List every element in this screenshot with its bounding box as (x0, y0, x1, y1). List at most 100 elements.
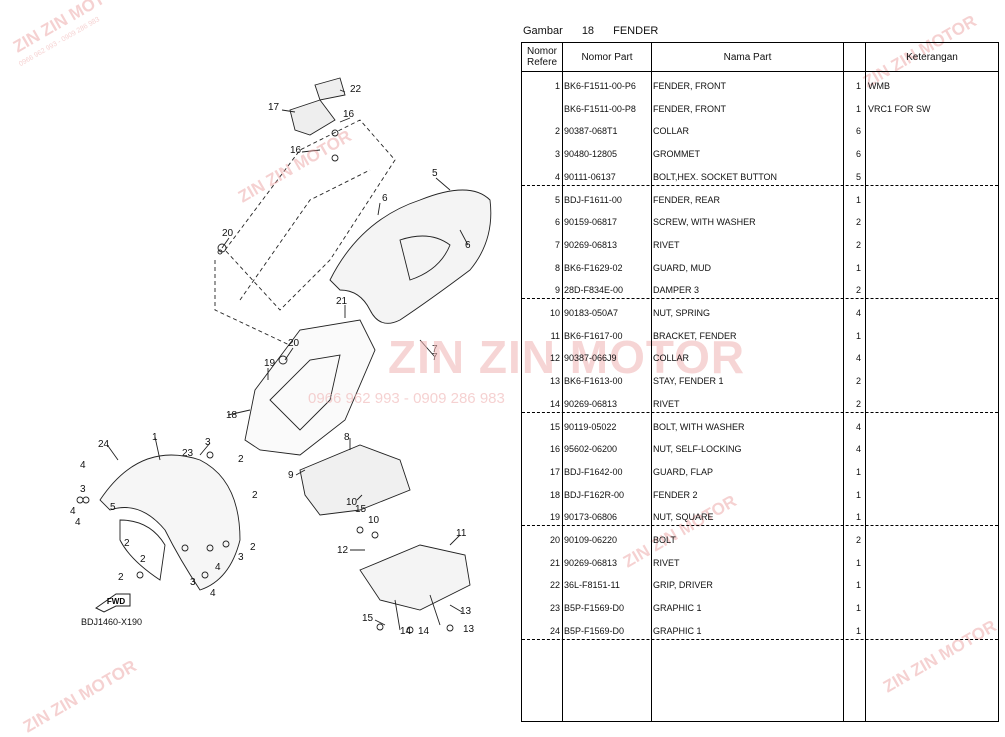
cell-nama-part: RIVET (653, 239, 680, 250)
cell-nomor-refere: 12 (549, 353, 560, 364)
cell-keterangan (868, 189, 998, 211)
cell-keterangan (868, 438, 998, 460)
callout-number: 13 (460, 606, 472, 617)
cell-nama-part: GROMMET (653, 149, 700, 160)
callout-number: 20 (222, 228, 234, 239)
callout-number: 11 (456, 528, 467, 539)
cell-nomor-part: B5P-F1569-D0 (564, 625, 625, 636)
cell-nomor-part: 90269-06813 (564, 398, 618, 409)
cell-nomor-part: 90119-05022 (564, 421, 617, 432)
table-header: Nomor Refere Nomor Part Nama Part Ketera… (522, 43, 998, 72)
callout-number: 4 (75, 517, 81, 528)
cell-nomor-part: BDJ-F1642-00 (564, 466, 623, 477)
column-divider (651, 43, 652, 721)
cell-qty: 4 (855, 308, 861, 318)
cell-nomor-refere: 13 (549, 376, 560, 387)
cell-nomor-refere: 3 (554, 149, 560, 160)
cell-nomor-refere: 6 (554, 217, 560, 228)
cell-qty: 2 (855, 376, 861, 387)
cell-keterangan (868, 574, 998, 596)
cell-nama-part: NUT, SPRING (653, 308, 711, 318)
table-row: 24 B5P-F1569-D0 GRAPHIC 1 1 (522, 620, 998, 642)
cell-keterangan (868, 211, 998, 233)
figure-title: FENDER (613, 25, 659, 37)
cell-nomor-part: BK6-F1629-02 (564, 262, 623, 273)
cell-nama-part: BOLT, WITH WASHER (653, 421, 745, 432)
header-nomor-refere: Nomor Refere (526, 46, 557, 68)
callout-number: 9 (288, 470, 294, 481)
cell-keterangan (868, 347, 998, 369)
cell-nama-part: FENDER 2 (653, 489, 698, 500)
cell-nama-part: FENDER, FRONT (653, 81, 726, 91)
cell-nomor-part: 95602-06200 (564, 444, 618, 455)
parts-table: Nomor Refere Nomor Part Nama Part Ketera… (521, 42, 999, 722)
cell-nomor-refere: 21 (549, 557, 560, 568)
cell-keterangan (868, 484, 998, 506)
cell-nama-part: BOLT,HEX. SOCKET BUTTON (653, 171, 778, 182)
watermark-center: ZIN ZIN MOTOR (388, 331, 746, 383)
cell-keterangan: VRC1 FOR SW (868, 103, 931, 114)
header-qty (844, 43, 865, 71)
cell-nomor-part: 90159-06817 (564, 217, 618, 228)
cell-qty: 1 (855, 466, 861, 477)
cell-qty: 1 (855, 557, 861, 568)
callout-number: 2 (124, 538, 130, 549)
column-divider (843, 43, 844, 721)
cell-qty: 1 (855, 512, 861, 523)
cell-nomor-refere: 5 (554, 194, 560, 205)
cell-nama-part: DAMPER 3 (653, 285, 700, 296)
cell-qty: 1 (855, 603, 861, 614)
cell-nama-part: GUARD, FLAP (653, 466, 714, 477)
cell-keterangan (868, 234, 998, 256)
callout-number: 3 (205, 437, 211, 448)
callout-number: 8 (344, 432, 350, 443)
cell-nama-part: GRAPHIC 1 (653, 625, 702, 636)
callout-number: 22 (350, 84, 362, 95)
cell-nomor-refere: 24 (549, 625, 560, 636)
parts-table-area: Gambar 18 FENDER Nomor Refere Nomor Part… (521, 24, 999, 722)
callout-number: 5 (110, 502, 116, 513)
figure-title-row: Gambar 18 FENDER (523, 25, 674, 37)
cell-nomor-refere: 9 (554, 285, 560, 296)
cell-keterangan (868, 120, 998, 142)
cell-nomor-part: 90269-06813 (564, 557, 618, 568)
cell-keterangan: WMB (868, 81, 890, 91)
callout-number: 14 (400, 626, 412, 637)
group-separator (522, 298, 998, 299)
cell-qty: 5 (855, 171, 861, 182)
cell-keterangan (868, 552, 998, 574)
callout-number: 2 (118, 572, 124, 583)
group-separator (522, 638, 998, 640)
callout-number: 1 (152, 432, 158, 443)
cell-nomor-part: 90387-066J9 (564, 353, 617, 364)
cell-nomor-part: 90109-06220 (564, 535, 618, 545)
cell-nomor-refere: 16 (549, 444, 560, 455)
callout-number: 23 (182, 448, 194, 459)
cell-keterangan (868, 370, 998, 392)
cell-nomor-refere: 20 (549, 535, 560, 545)
cell-nama-part: FENDER, REAR (653, 194, 721, 205)
callout-number: 6 (382, 193, 388, 204)
cell-nomor-part: 90173-06806 (564, 512, 618, 523)
callout-number: 10 (368, 515, 380, 526)
callout-number: 15 (355, 504, 367, 515)
cell-qty: 1 (855, 625, 861, 636)
cell-nomor-part: BDJ-F1611-00 (564, 194, 622, 205)
cell-nama-part: FENDER, FRONT (653, 103, 726, 114)
cell-qty: 1 (855, 81, 861, 91)
cell-qty: 6 (855, 149, 861, 160)
cell-nomor-refere: 15 (549, 421, 560, 432)
